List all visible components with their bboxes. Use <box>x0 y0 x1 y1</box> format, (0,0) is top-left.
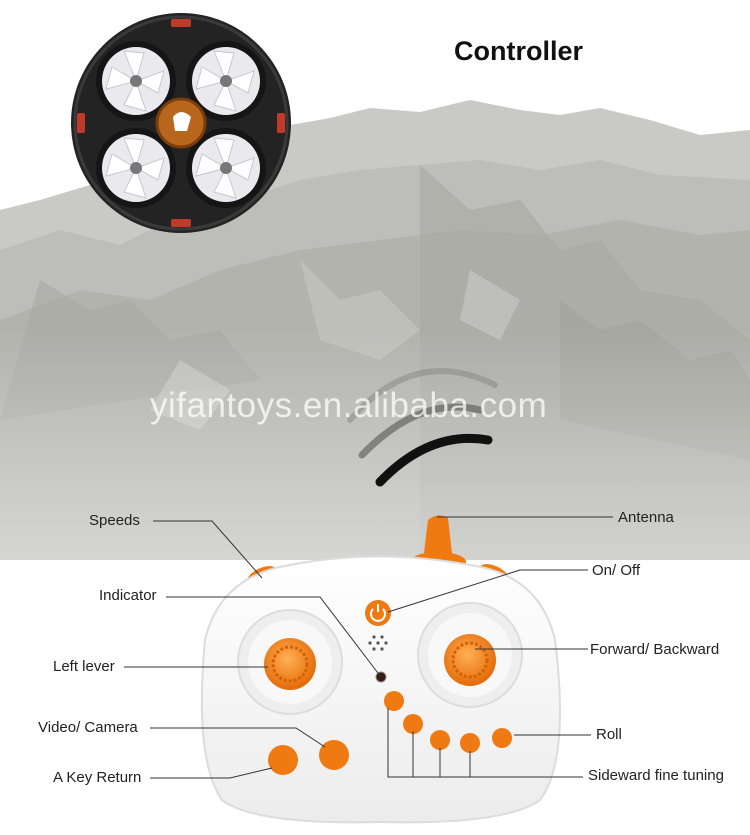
video-camera-button <box>319 740 349 770</box>
label-on-off: On/ Off <box>592 562 641 579</box>
trim-button <box>403 714 423 734</box>
label-roll: Roll <box>596 726 622 743</box>
signal-waves-icon <box>347 368 498 487</box>
watermark-text: yifantoys.en.alibaba.com <box>150 386 548 425</box>
label-left-lever: Left lever <box>53 658 115 675</box>
label-video-camera: Video/ Camera <box>38 719 138 736</box>
drone-rotor <box>96 128 176 208</box>
label-speeds: Speeds <box>89 512 140 529</box>
label-indicator: Indicator <box>99 587 157 604</box>
label-sideward-fine-tuning: Sideward fine tuning <box>588 767 724 784</box>
drone-rotor <box>96 41 176 121</box>
trim-button <box>430 730 450 750</box>
label-antenna: Antenna <box>618 509 674 526</box>
antenna-part <box>424 515 452 557</box>
label-a-key-return: A Key Return <box>53 769 142 786</box>
power-button <box>365 600 391 626</box>
trim-button <box>460 733 480 753</box>
speaker-grille <box>368 635 388 651</box>
trim-button <box>384 691 404 711</box>
roll-button <box>492 728 512 748</box>
drone-rotor <box>186 41 266 121</box>
drone-image <box>71 13 291 233</box>
leader-lines <box>124 516 613 779</box>
a-key-return-button <box>268 745 298 775</box>
page-title: Controller <box>454 36 584 66</box>
label-forward-backward: Forward/ Backward <box>590 641 720 658</box>
drone-rotor <box>186 128 266 208</box>
